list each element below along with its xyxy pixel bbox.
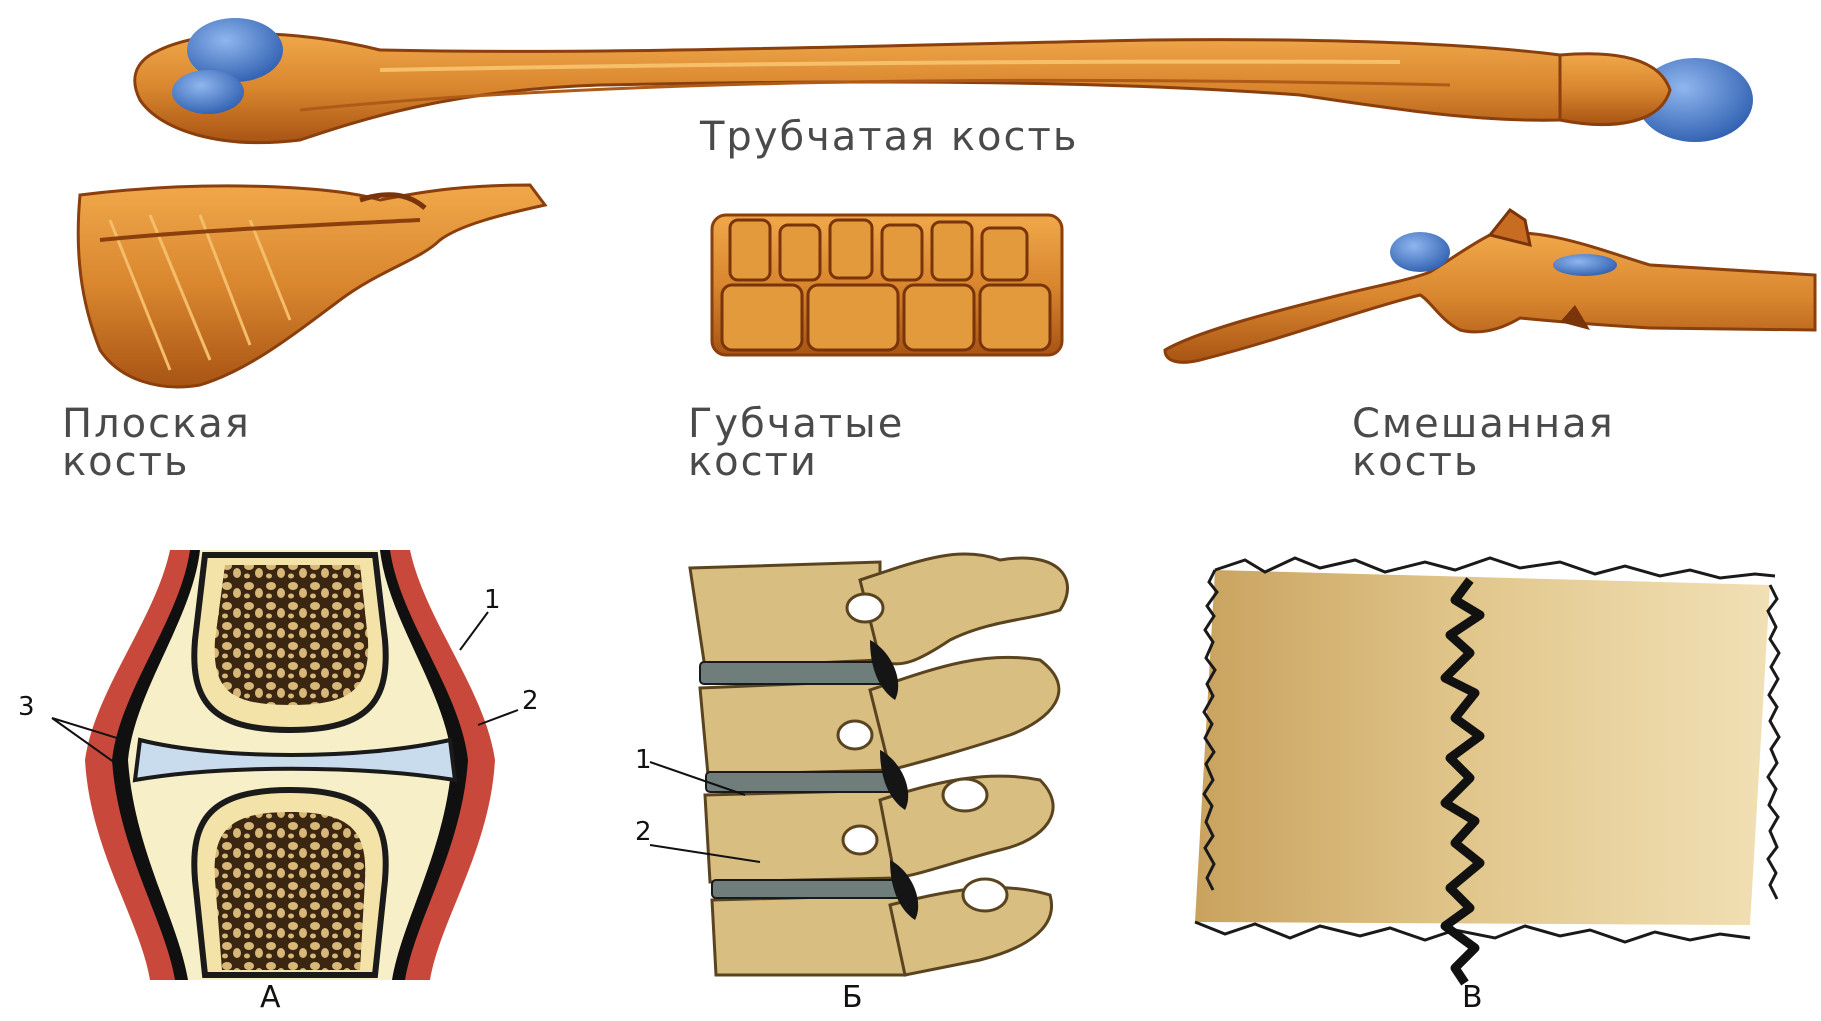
flat-bone-label-line-1: Плоская: [62, 405, 251, 443]
mixed-bone-label-line-2: кость: [1352, 443, 1615, 481]
joint-marker-3: 3: [18, 692, 35, 722]
flat-bone-illustration: [78, 185, 545, 387]
spongy-bones-label-line-2: кости: [688, 443, 904, 481]
mixed-bone-label-line-1: Смешанная: [1352, 405, 1615, 443]
spine-marker-2: 2: [635, 817, 652, 847]
spongy-bones-label-line-1: Губчатые: [688, 405, 904, 443]
spongy-bones-label: Губчатые кости: [688, 405, 904, 481]
mixed-bone-label: Смешанная кость: [1352, 405, 1615, 481]
panel-a-caption: А: [260, 980, 281, 1015]
flat-bone-label: Плоская кость: [62, 405, 251, 481]
vertebra-facet-cartilage: [1390, 232, 1450, 272]
vertebral-column-illustration: [650, 554, 1068, 975]
joint-marker-2: 2: [522, 686, 539, 716]
suture-illustration: [1195, 558, 1779, 983]
tubular-bone-label: Трубчатая кость: [700, 118, 1078, 156]
mixed-bone-illustration: [1165, 210, 1815, 362]
synovial-joint-illustration: [52, 550, 518, 980]
spine-marker-1: 1: [635, 745, 652, 775]
panel-v-caption: В: [1462, 980, 1483, 1015]
panel-b-caption: Б: [842, 980, 863, 1015]
flat-bone-label-line-2: кость: [62, 443, 251, 481]
joint-marker-1: 1: [484, 585, 501, 615]
spongy-bones-illustration: [712, 215, 1062, 355]
